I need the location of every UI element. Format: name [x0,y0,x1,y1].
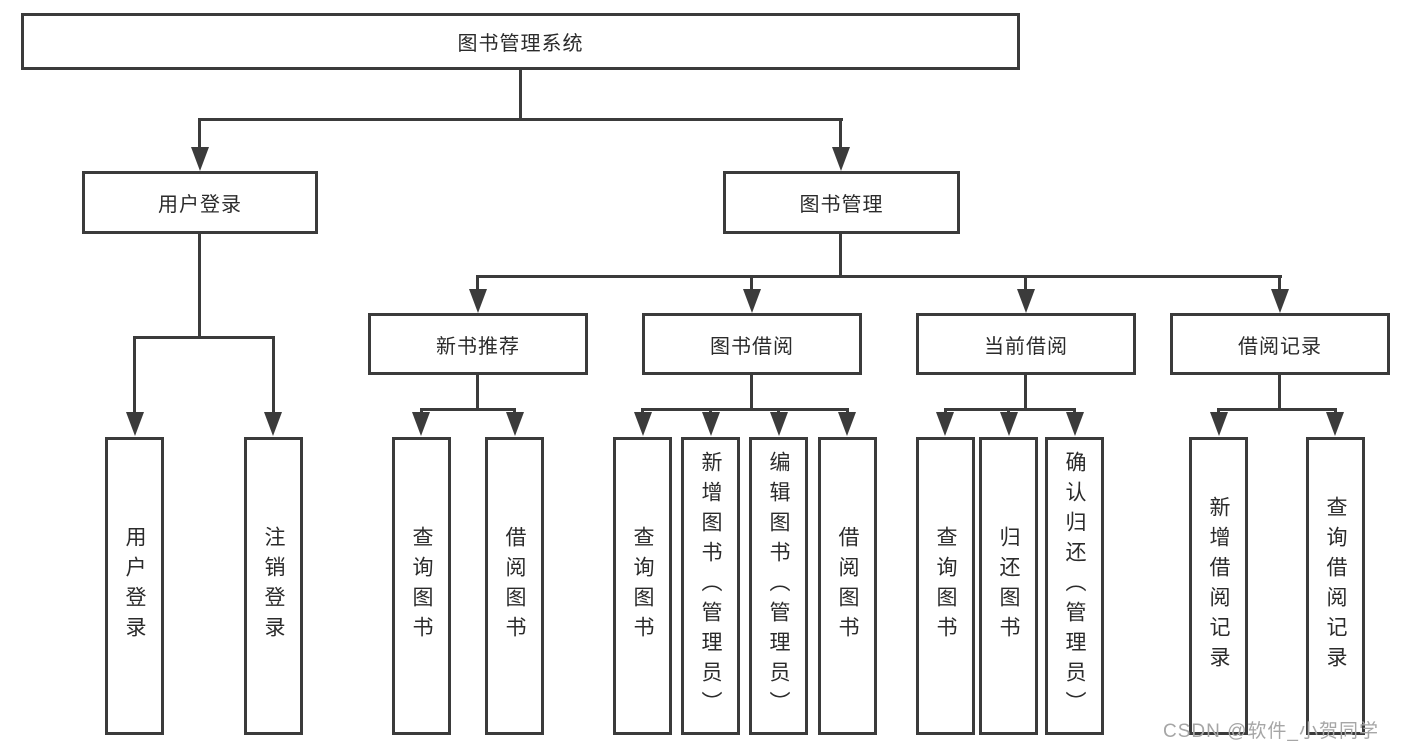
connector-vline [1278,275,1281,291]
leaf-user-login: 用户登录 [105,437,164,735]
leaf-return-books: 归还图书 [979,437,1038,735]
connector-vline [709,408,712,415]
connector-vline [476,375,479,411]
arrow-down-icon [743,289,761,313]
node-new-book-recommendation: 新书推荐 [368,313,588,375]
leaf-label: 查询图书 [934,526,957,646]
connector-vline [846,408,849,415]
connector-vline [272,336,275,414]
connector-vline [476,275,479,291]
connector-vline [513,408,516,415]
leaf-label: 新增图书（管理员） [699,451,722,721]
leaf-label: 借阅图书 [503,526,526,646]
connector-hline [944,408,1076,411]
arrow-down-icon [1017,289,1035,313]
arrow-down-icon [1066,412,1084,436]
leaf-confirm-return-admin: 确认归还（管理员） [1045,437,1104,735]
connector-hline [198,118,843,121]
node-book-management: 图书管理 [723,171,960,234]
connector-vline [750,275,753,291]
arrow-down-icon [191,147,209,171]
leaf-label: 确认归还（管理员） [1063,451,1086,721]
node-current-borrowing: 当前借阅 [916,313,1136,375]
leaf-borrow-books: 借阅图书 [818,437,877,735]
leaf-query-books-recommend: 查询图书 [392,437,451,735]
connector-vline [1024,275,1027,291]
connector-hline [133,336,275,339]
arrow-down-icon [126,412,144,436]
connector-hline [420,408,516,411]
connector-vline [944,408,947,415]
leaf-label: 用户登录 [123,526,146,646]
arrow-down-icon [832,147,850,171]
connector-vline [1007,408,1010,415]
leaf-label: 查询借阅记录 [1324,496,1347,676]
arrow-down-icon [1326,412,1344,436]
leaf-logout: 注销登录 [244,437,303,735]
leaf-add-borrow-record: 新增借阅记录 [1189,437,1248,735]
arrow-down-icon [1271,289,1289,313]
arrow-down-icon [838,412,856,436]
node-label: 图书借阅 [710,335,794,358]
arrow-down-icon [1000,412,1018,436]
leaf-edit-books-admin: 编辑图书（管理员） [749,437,808,735]
connector-vline [839,234,842,278]
connector-vline [133,336,136,414]
arrow-down-icon [506,412,524,436]
arrow-down-icon [264,412,282,436]
connector-vline [519,70,522,120]
node-library-management-system: 图书管理系统 [21,13,1020,70]
node-user-login: 用户登录 [82,171,318,234]
leaf-label: 注销登录 [262,526,285,646]
leaf-label: 编辑图书（管理员） [767,451,790,721]
node-borrowing-records: 借阅记录 [1170,313,1390,375]
leaf-borrow-books-recommend: 借阅图书 [485,437,544,735]
arrow-down-icon [634,412,652,436]
node-book-borrowing: 图书借阅 [642,313,862,375]
connector-vline [420,408,423,415]
connector-hline [641,408,849,411]
connector-vline [198,234,201,338]
leaf-label: 归还图书 [997,526,1020,646]
node-label: 当前借阅 [984,335,1068,358]
leaf-label: 查询图书 [410,526,433,646]
connector-vline [750,375,753,411]
connector-vline [198,118,201,150]
leaf-query-borrow-record: 查询借阅记录 [1306,437,1365,735]
leaf-label: 新增借阅记录 [1207,496,1230,676]
connector-vline [641,408,644,415]
arrow-down-icon [469,289,487,313]
node-label: 图书管理系统 [457,33,584,55]
connector-vline [839,118,842,150]
leaf-add-books-admin: 新增图书（管理员） [681,437,740,735]
connector-vline [1278,375,1281,411]
arrow-down-icon [412,412,430,436]
node-label: 图书管理 [799,194,884,216]
csdn-watermark: CSDN @软件_小贺同学 [1163,721,1379,742]
arrow-down-icon [770,412,788,436]
arrow-down-icon [1210,412,1228,436]
leaf-query-books-current: 查询图书 [916,437,975,735]
connector-hline [1217,408,1337,411]
connector-vline [1217,408,1220,415]
connector-vline [1073,408,1076,415]
arrow-down-icon [936,412,954,436]
node-label: 用户登录 [158,194,242,216]
leaf-label: 借阅图书 [836,526,859,646]
connector-vline [1024,375,1027,411]
node-label: 新书推荐 [436,335,520,358]
leaf-label: 查询图书 [631,526,654,646]
connector-vline [1334,408,1337,415]
arrow-down-icon [702,412,720,436]
leaf-query-books-borrow: 查询图书 [613,437,672,735]
node-label: 借阅记录 [1238,335,1322,358]
connector-hline [476,275,1282,278]
connector-vline [777,408,780,415]
